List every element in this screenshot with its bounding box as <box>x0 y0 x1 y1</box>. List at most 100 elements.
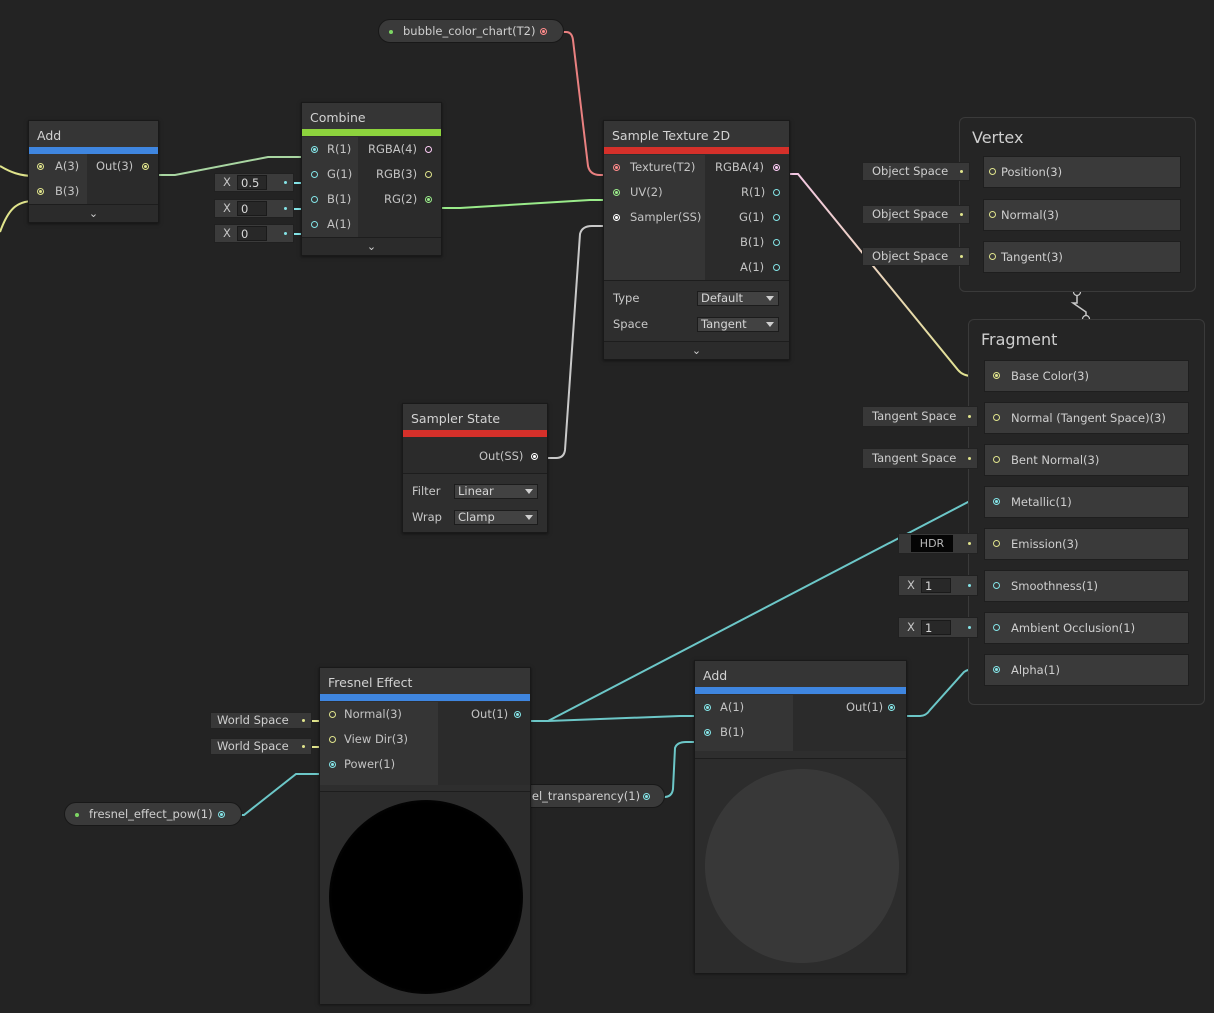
output-port-rgb[interactable]: RGB(3) <box>358 162 441 187</box>
combine-a-field[interactable]: X 0 <box>214 224 294 243</box>
sampler-state-node[interactable]: Sampler State Out(SS) Filter Linear Wrap… <box>402 403 548 533</box>
combine-g-field[interactable]: X 0.5 <box>214 173 294 192</box>
port-dot[interactable] <box>37 188 44 195</box>
port-dot[interactable] <box>311 221 318 228</box>
input-port-a[interactable]: A(3) <box>29 154 87 179</box>
port-dot[interactable] <box>311 196 318 203</box>
hdr-color-swatch[interactable]: HDR <box>911 535 953 552</box>
fragment-block-emission[interactable]: Emission(3) <box>984 528 1189 560</box>
port-dot[interactable] <box>514 711 521 718</box>
fragment-normal-space-prop[interactable]: Tangent Space <box>862 406 978 427</box>
input-port-r[interactable]: R(1) <box>302 137 358 162</box>
port-dot[interactable] <box>311 171 318 178</box>
port-dot[interactable] <box>613 164 620 171</box>
port-dot[interactable] <box>531 453 538 460</box>
port-dot[interactable] <box>425 146 432 153</box>
input-port-b[interactable]: B(1) <box>695 720 793 745</box>
combine-b-field[interactable]: X 0 <box>214 199 294 218</box>
output-port[interactable] <box>218 811 225 818</box>
fragment-block-smoothness[interactable]: Smoothness(1) <box>984 570 1189 602</box>
port-dot[interactable] <box>993 372 1000 379</box>
fresnel-effect-node[interactable]: Fresnel Effect Normal(3) View Dir(3) Pow… <box>319 667 531 1004</box>
fresnel-viewdir-space-prop[interactable]: World Space <box>210 738 312 755</box>
output-port-g[interactable]: G(1) <box>705 205 789 230</box>
port-dot[interactable] <box>311 146 318 153</box>
input-port-uv[interactable]: UV(2) <box>604 180 705 205</box>
input-port-power[interactable]: Power(1) <box>320 752 438 777</box>
field-value[interactable]: 0 <box>237 226 267 241</box>
port-dot[interactable] <box>329 711 336 718</box>
fresnel-normal-space-prop[interactable]: World Space <box>210 712 312 729</box>
fragment-block-base-color[interactable]: Base Color(3) <box>984 360 1189 392</box>
vertex-position-space-prop[interactable]: Object Space <box>862 162 970 181</box>
fragment-block-ambient-occlusion[interactable]: Ambient Occlusion(1) <box>984 612 1189 644</box>
port-dot[interactable] <box>329 736 336 743</box>
fragment-block-bent-normal[interactable]: Bent Normal(3) <box>984 444 1189 476</box>
port-dot[interactable] <box>989 211 996 218</box>
output-port-out[interactable]: Out(1) <box>438 702 530 727</box>
output-port[interactable] <box>643 793 650 800</box>
port-dot[interactable] <box>613 189 620 196</box>
port-dot[interactable] <box>993 414 1000 421</box>
output-port-out[interactable]: Out(SS) <box>403 444 547 469</box>
port-dot[interactable] <box>989 253 996 260</box>
input-port-b[interactable]: B(1) <box>302 187 358 212</box>
port-dot[interactable] <box>773 239 780 246</box>
output-port-rgba[interactable]: RGBA(4) <box>358 137 441 162</box>
port-dot[interactable] <box>613 214 620 221</box>
expand-chevron-icon[interactable]: ⌄ <box>604 341 789 359</box>
port-dot[interactable] <box>329 761 336 768</box>
expand-chevron-icon[interactable]: ⌄ <box>29 204 158 222</box>
wrap-dropdown[interactable]: Clamp <box>454 510 538 525</box>
space-dropdown[interactable]: Tangent <box>697 317 779 332</box>
port-dot[interactable] <box>704 704 711 711</box>
field-value[interactable]: 1 <box>921 578 951 593</box>
vertex-block-normal[interactable]: Normal(3) <box>983 199 1181 231</box>
combine-node[interactable]: Combine R(1) G(1) B(1) A(1) RGBA(4) <box>301 102 442 256</box>
fragment-context[interactable]: Fragment Base Color(3) Normal (Tangent S… <box>968 319 1205 705</box>
fragment-block-metallic[interactable]: Metallic(1) <box>984 486 1189 518</box>
add-node-bottom[interactable]: Add A(1) B(1) Out(1) <box>694 660 907 973</box>
output-port-out[interactable]: Out(1) <box>793 695 906 720</box>
bubble-color-chart-property[interactable]: bubble_color_chart(T2) <box>378 19 564 43</box>
filter-dropdown[interactable]: Linear <box>454 484 538 499</box>
type-dropdown[interactable]: Default <box>697 291 779 306</box>
port-dot[interactable] <box>704 729 711 736</box>
add-node-left[interactable]: Add A(3) B(3) Out(3) ⌄ <box>28 120 159 223</box>
port-dot[interactable] <box>993 540 1000 547</box>
port-dot[interactable] <box>425 171 432 178</box>
port-dot[interactable] <box>993 666 1000 673</box>
input-port-a[interactable]: A(1) <box>695 695 793 720</box>
input-port-texture[interactable]: Texture(T2) <box>604 155 705 180</box>
sample-texture-2d-node[interactable]: Sample Texture 2D Texture(T2) UV(2) Samp… <box>603 120 790 360</box>
output-port[interactable] <box>540 28 547 35</box>
field-value[interactable]: 0.5 <box>237 175 267 190</box>
port-dot[interactable] <box>773 264 780 271</box>
vertex-block-position[interactable]: Position(3) <box>983 156 1181 188</box>
input-port-g[interactable]: G(1) <box>302 162 358 187</box>
port-dot[interactable] <box>993 582 1000 589</box>
input-port-viewdir[interactable]: View Dir(3) <box>320 727 438 752</box>
port-dot[interactable] <box>989 168 996 175</box>
field-value[interactable]: 0 <box>237 201 267 216</box>
output-port-rg[interactable]: RG(2) <box>358 187 441 212</box>
expand-chevron-icon[interactable]: ⌄ <box>302 237 441 255</box>
fragment-emission-prop[interactable]: HDR <box>898 533 978 554</box>
port-dot[interactable] <box>773 164 780 171</box>
input-port-a[interactable]: A(1) <box>302 212 358 237</box>
port-dot[interactable] <box>773 214 780 221</box>
vertex-context[interactable]: Vertex Position(3) Normal(3) Tangent(3) <box>959 117 1196 292</box>
output-port-r[interactable]: R(1) <box>705 180 789 205</box>
input-port-sampler[interactable]: Sampler(SS) <box>604 205 705 230</box>
port-dot[interactable] <box>37 163 44 170</box>
port-dot[interactable] <box>142 163 149 170</box>
output-port-out[interactable]: Out(3) <box>87 154 158 179</box>
field-value[interactable]: 1 <box>921 620 951 635</box>
fragment-block-normal[interactable]: Normal (Tangent Space)(3) <box>984 402 1189 434</box>
port-dot[interactable] <box>993 624 1000 631</box>
port-dot[interactable] <box>993 498 1000 505</box>
output-port-rgba[interactable]: RGBA(4) <box>705 155 789 180</box>
fresnel-effect-pow-property[interactable]: fresnel_effect_pow(1) <box>64 802 242 826</box>
input-port-normal[interactable]: Normal(3) <box>320 702 438 727</box>
port-dot[interactable] <box>773 189 780 196</box>
